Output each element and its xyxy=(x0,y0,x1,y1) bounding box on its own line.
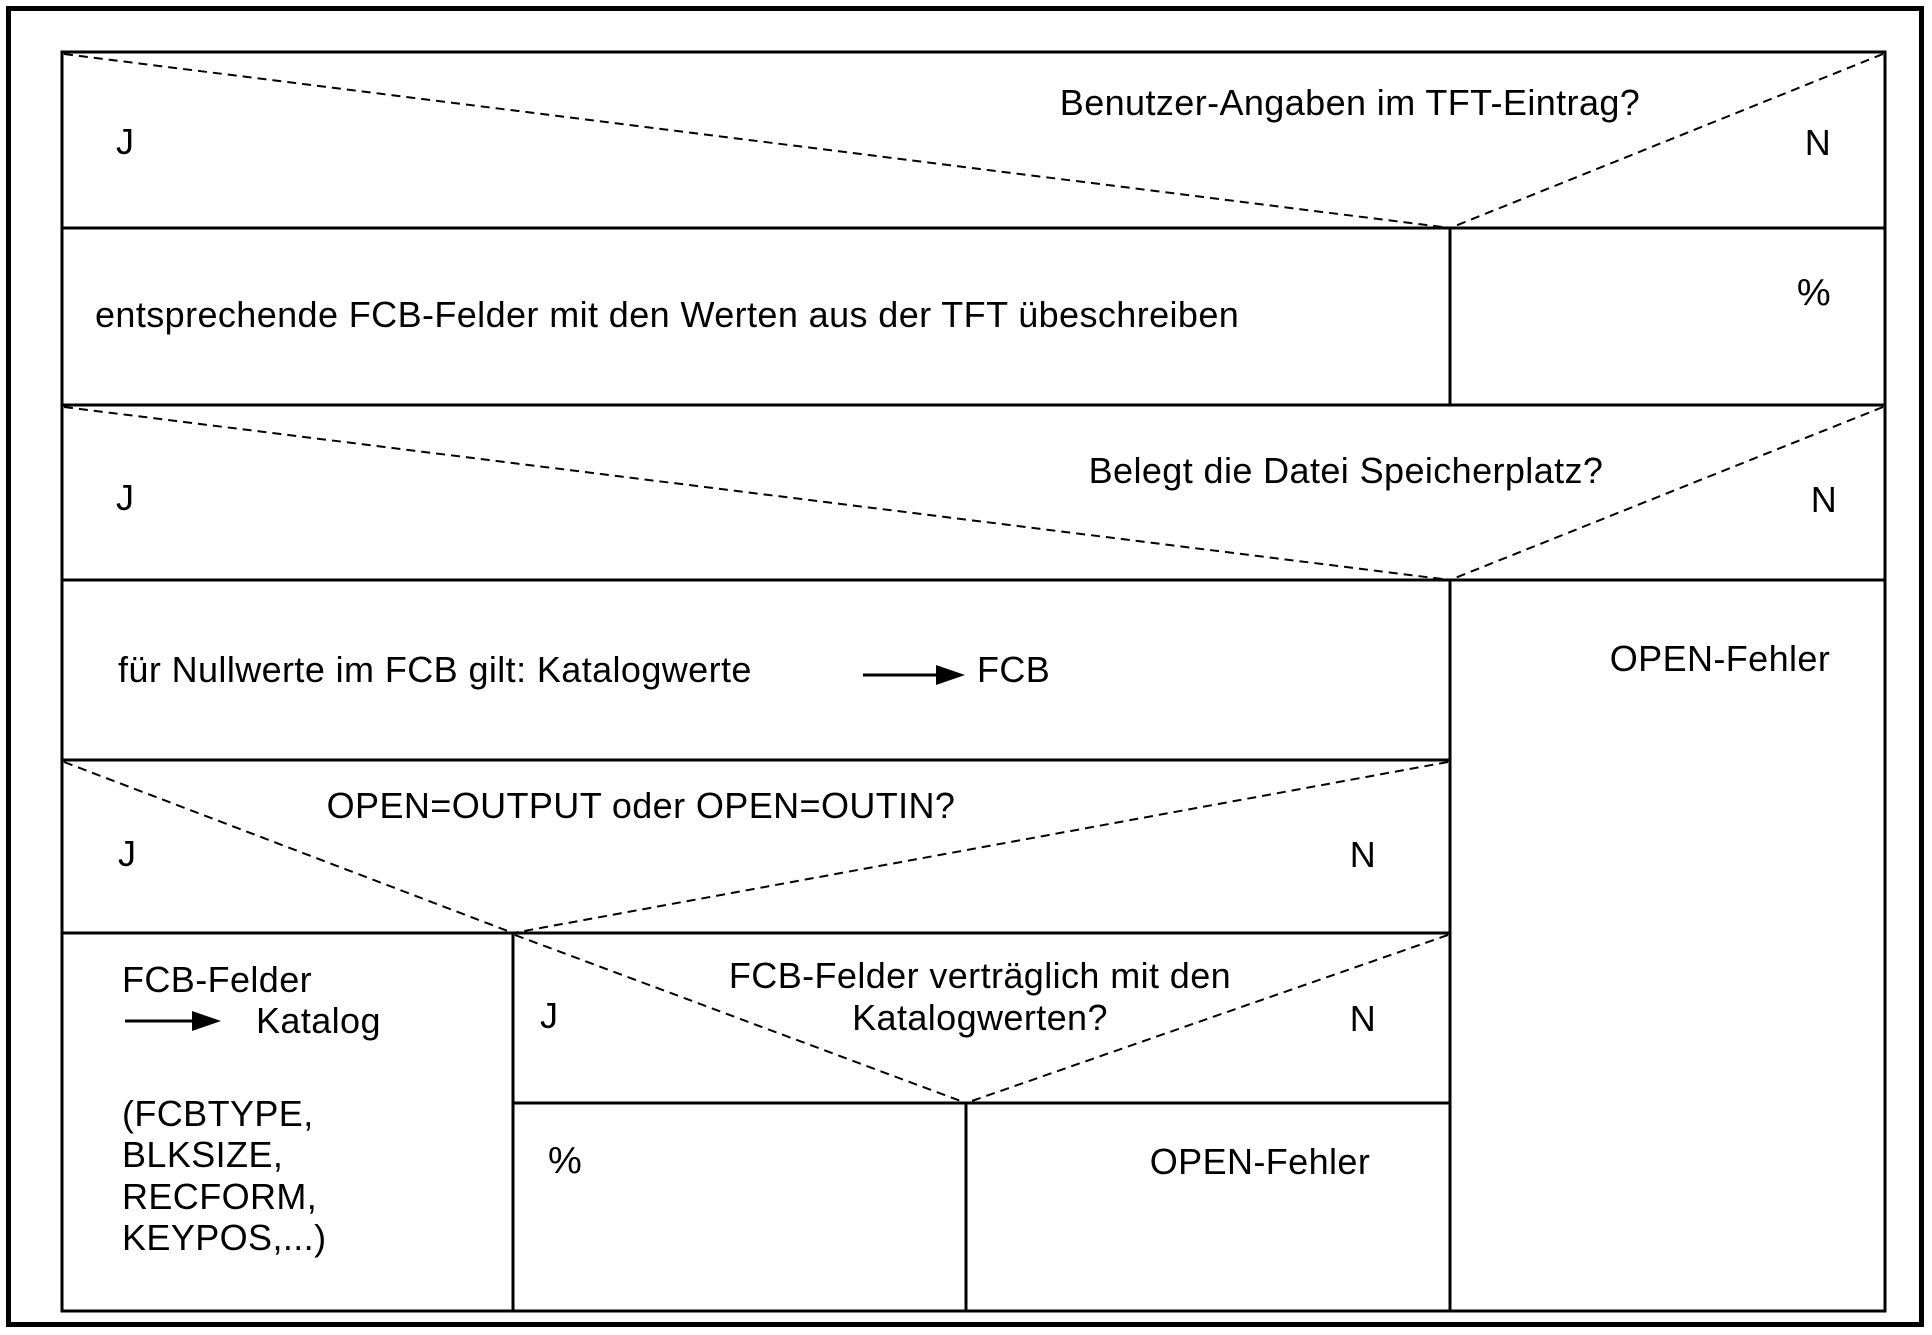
action-fcb-to-catalog-target: Katalog xyxy=(256,1000,381,1041)
decision1-question: Benutzer-Angaben im TFT-Eintrag? xyxy=(1059,82,1641,123)
open-error-column-label: OPEN-Fehler xyxy=(1609,638,1831,679)
action-catalog-to-fcb-text: für Nullwerte im FCB gilt: Katalogwerte xyxy=(118,649,752,690)
decision2-no-label: N xyxy=(1810,479,1838,520)
action-fcb-to-catalog-detail-3: RECFORM, xyxy=(122,1176,318,1217)
decision3-no-label: N xyxy=(1349,834,1377,875)
decision4-no-label: N xyxy=(1349,998,1377,1039)
action-tft-skip-symbol: % xyxy=(1796,272,1832,314)
decision3-yes-label: J xyxy=(118,833,137,874)
action-fcb-to-catalog-detail-1: (FCBTYPE, xyxy=(122,1093,314,1134)
action-catalog-to-fcb-target: FCB xyxy=(977,649,1051,690)
result-open-error-label: OPEN-Fehler xyxy=(1149,1141,1371,1182)
decision2-right-diagonal xyxy=(1449,406,1884,581)
decision3-question: OPEN=OUTPUT oder OPEN=OUTIN? xyxy=(326,785,956,826)
catalog-to-fcb-arrow-icon xyxy=(863,665,965,685)
decision1-yes-label: J xyxy=(116,121,135,162)
decision2-yes-label: J xyxy=(116,477,135,518)
decision4-yes-label: J xyxy=(540,995,559,1036)
decision3-right-diagonal xyxy=(512,761,1449,934)
outer-frame xyxy=(6,6,1924,1327)
action-fcb-to-catalog-detail-4: KEYPOS,...) xyxy=(122,1217,327,1258)
decision4-right-diagonal xyxy=(965,934,1449,1104)
action-fcb-to-catalog-detail-2: BLKSIZE, xyxy=(122,1134,284,1175)
decision1-left-diagonal xyxy=(63,53,1451,229)
result-ok-symbol: % xyxy=(548,1140,583,1182)
decision2-question: Belegt die Datei Speicherplatz? xyxy=(1088,450,1604,491)
decision4-question-line1: FCB-Felder verträglich mit den xyxy=(728,955,1232,996)
fcb-to-catalog-arrow-icon xyxy=(125,1011,221,1031)
decision3-left-diagonal xyxy=(63,761,514,934)
decision2-left-diagonal xyxy=(63,406,1451,581)
action-tft-text: entsprechende FCB-Felder mit den Werten … xyxy=(95,294,1240,335)
inner-table-border xyxy=(60,50,1887,1313)
decision4-left-diagonal xyxy=(514,934,967,1104)
decision4-question-line2: Katalogwerten? xyxy=(852,997,1108,1038)
action-fcb-to-catalog-line1: FCB-Felder xyxy=(122,959,313,1000)
decision1-no-label: N xyxy=(1804,122,1832,163)
decision1-right-diagonal xyxy=(1449,53,1884,229)
